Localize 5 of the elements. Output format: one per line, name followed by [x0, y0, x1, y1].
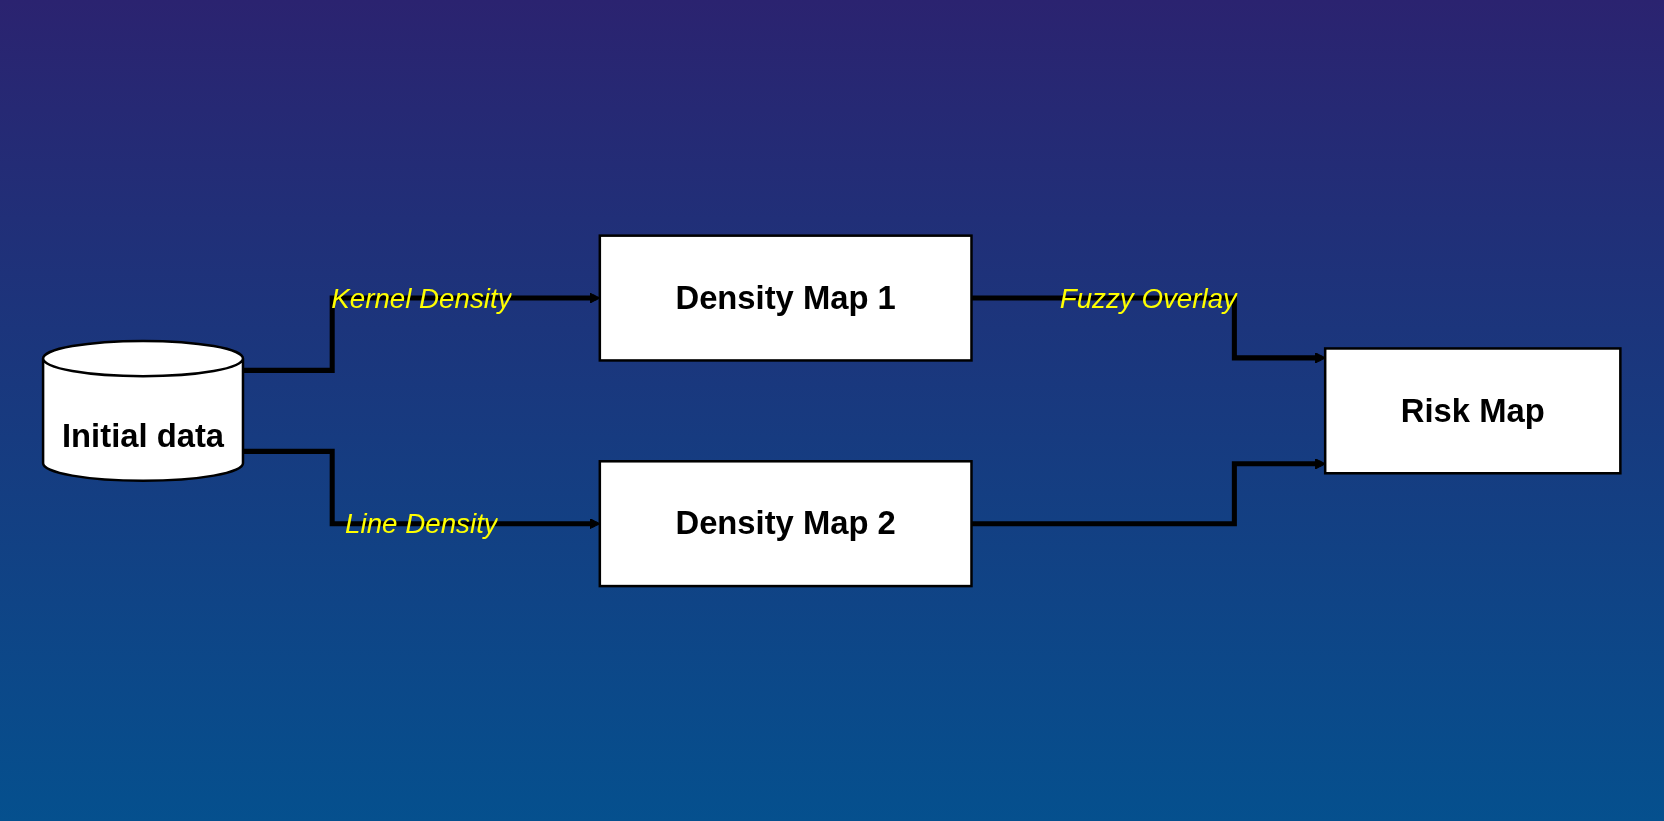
node-box: Risk Map [1324, 346, 1622, 475]
arrow [243, 292, 601, 373]
arrow [243, 448, 601, 529]
node-box: Density Map 2 [598, 459, 973, 587]
node-box: Density Map 1 [598, 234, 973, 362]
